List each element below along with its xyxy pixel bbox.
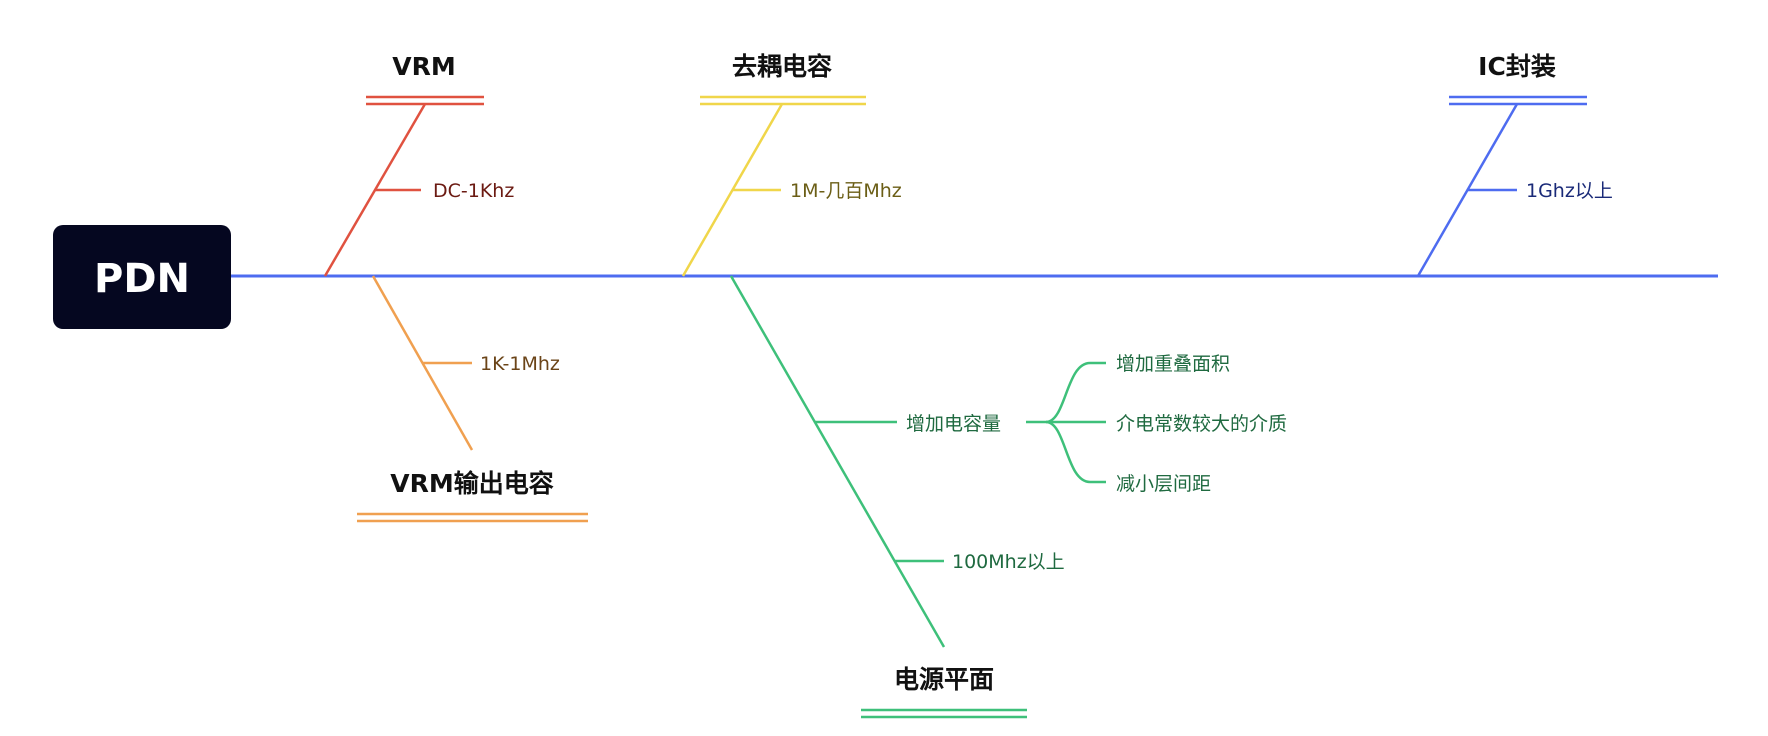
branch-decoupling-capacitor[interactable]: 去耦电容 1M-几百Mhz xyxy=(681,52,902,277)
branch-ic-package-title: IC封装 xyxy=(1478,52,1556,81)
branch-decoupling-bone xyxy=(681,103,784,277)
branch-power-plane[interactable]: 增加电容量 增加重叠面积 介电常数较大的介质 减小层间距 100Mhz以上 电源… xyxy=(729,275,1287,719)
root-box xyxy=(53,225,231,329)
root-node[interactable]: PDN xyxy=(53,225,231,329)
branch-vrm-cap-title: VRM输出电容 xyxy=(390,469,553,498)
branch-vrm[interactable]: VRM DC-1Khz xyxy=(323,52,514,277)
branch-power-plane-title: 电源平面 xyxy=(894,665,994,694)
branch-vrm-output-capacitor[interactable]: 1K-1Mhz VRM输出电容 xyxy=(357,275,588,523)
branch-decoupling-title: 去耦电容 xyxy=(732,52,832,81)
branch-power-plane-bone xyxy=(729,275,946,648)
branch-power-plane-item-1: 增加电容量 xyxy=(906,413,1001,435)
branch-power-plane-sub-curve-1 xyxy=(1045,361,1106,424)
branch-vrm-item-1: DC-1Khz xyxy=(433,180,514,202)
branch-power-plane-sub-item-3: 减小层间距 xyxy=(1116,473,1211,495)
branch-power-plane-sub-item-1: 增加重叠面积 xyxy=(1116,353,1230,375)
branch-ic-package[interactable]: IC封装 1Ghz以上 xyxy=(1416,52,1613,277)
branch-power-plane-item-2: 100Mhz以上 xyxy=(952,551,1065,573)
branch-ic-package-item-1: 1Ghz以上 xyxy=(1526,180,1613,202)
root-label: PDN xyxy=(94,256,190,302)
branch-power-plane-sub-item-2: 介电常数较大的介质 xyxy=(1116,413,1287,435)
branch-vrm-cap-item-1: 1K-1Mhz xyxy=(480,353,560,375)
branch-power-plane-sub-curve-3 xyxy=(1045,420,1106,484)
branch-vrm-title: VRM xyxy=(392,52,455,81)
branch-decoupling-item-1: 1M-几百Mhz xyxy=(790,180,902,202)
